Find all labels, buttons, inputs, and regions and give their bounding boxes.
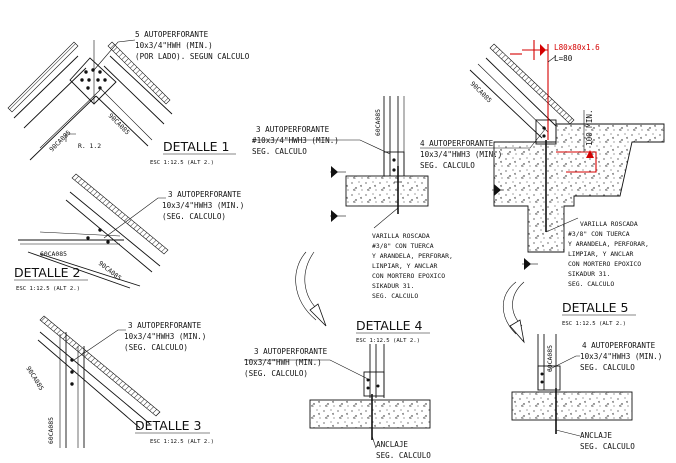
right-note-line3: SEG. CALCULO [420,161,475,170]
detail-2-note-line2: 10x3/4"HWH3 (MIN.) [162,201,244,210]
detail-4-note-line3: (SEG. CALCULO) [244,369,308,378]
dimension-label: 100 MIN. [585,109,594,146]
screw-pattern [80,68,107,90]
detail-2-title: DETALLE 2 [14,265,81,280]
right-rod-line5: CON MORTERO EPOXICO [568,260,641,268]
middle-rod-line1: VARILLA ROSCADA [372,232,430,240]
detail-2-note-line3: (SEG. CALCULO) [162,212,226,221]
right-profile-label: 90CA085 [469,80,494,105]
middle-note-line1: 3 AUTOPERFORANTE [256,125,330,134]
detail-3-profile-bottom: 60CA085 [47,417,55,444]
detail-4-anchor-line2: SEG. CALCULO [376,451,431,460]
detail-2-note-line1: 3 AUTOPERFORANTE [168,190,242,199]
right-rod-line3: Y ARANDELA, PERFORAR, [568,240,649,248]
detail-1-scale: ESC 1:12.5 (ALT 2.) [150,160,214,166]
detail-1-note-line1: 5 AUTOPERFORANTE [135,30,209,39]
detail-3-note-line3: (SEG. CALCULO) [124,343,188,352]
middle-rod-line2: #3/8" CON TUERCA [372,242,434,250]
middle-rod-line5: CON MORTERO EPOXICO [372,272,445,280]
detail-1-note-line2: 10x3/4"HWH (MIN.) [135,41,213,50]
detail-3-title: DETALLE 3 [135,418,202,433]
middle-profile-label: 60CA085 [374,109,382,136]
detail-3-note-line2: 10x3/4"HWH3 (MIN.) [124,332,206,341]
detail-4-note-line1: 3 AUTOPERFORANTE [254,347,328,356]
middle-base-detail: 60CA085 3 AUTOPERFORANTE #10x3/4"HWH3 (M… [252,96,453,327]
detail-5-anchor-line1: ANCLAJE [580,431,612,440]
detail-5-anchor-line2: SEG. CALCULO [580,442,635,451]
middle-rod-line6: SIKADUR 31. [372,282,414,290]
detail-1-note-line3: (POR LADO). SEGUN CALCULO [135,52,250,61]
middle-rod-line7: SEG. CALCULO [372,292,418,300]
middle-rod-line4: LINPIAR, Y ANCLAR [372,262,438,270]
right-rod-line1: VARILLA ROSCADA [580,220,638,228]
detail-3: 3 AUTOPERFORANTE 10x3/4"HWH3 (MIN.) (SEG… [24,315,214,448]
detail-4: DETALLE 4 ESC 1:12.5 (ALT 2.) 3 AUTOPERF… [244,318,431,460]
angle-label: L80x80x1.6 [554,43,600,52]
detail-1-title: DETALLE 1 [163,139,230,154]
detail-5-profile: 60CA085 [546,345,554,372]
right-rod-line6: SIKADUR 31. [568,270,610,278]
middle-rod-line3: Y ARANDELA, PERFORAR, [372,252,453,260]
detail-2-profile-right: 90CA085 [97,259,123,282]
detail-4-scale: ESC 1:12.5 (ALT 2.) [356,338,420,344]
middle-note-line2: #10x3/4"HWH3 (MIN.) [252,136,339,145]
detail-1-profile-left: 90CA085 [48,129,73,154]
middle-note-line3: SEG. CALCULO [252,147,307,156]
detail-4-title: DETALLE 4 [356,318,423,333]
right-note-line2: 10x3/4"HWH3 (MIN.) [420,150,502,159]
detail-5-note-line3: SEG. CALCULO [580,363,635,372]
detail-1-slope: R. 1.2 [78,142,101,150]
detail-2: 3 AUTOPERFORANTE 10x3/4"HWH3 (MIN.) (SEG… [14,173,244,292]
right-note-line1: 4 AUTOPERFORANTE [420,139,494,148]
detail-4-anchor-line1: ANCLAJE [376,440,408,449]
right-wall-detail: 90CA085 L80x80x1.6 L=80 100 MIN. 4 AUTOP… [420,40,665,344]
angle-length: L=80 [554,54,573,63]
detail-1: 5 AUTOPERFORANTE 10x3/4"HWH (MIN.) (POR … [7,30,250,166]
right-rod-line2: #3/8" CON TUERCA [568,230,630,238]
detail-3-note-line1: 3 AUTOPERFORANTE [128,321,202,330]
detail-2-scale: ESC 1:12.5 (ALT 2.) [16,286,80,292]
detail-2-profile-left: 60CA085 [40,250,67,258]
detail-5: DETALLE 5 ESC 1:12.5 (ALT 2.) 60CA085 4 … [511,300,662,451]
detail-3-scale: ESC 1:12.5 (ALT 2.) [150,439,214,445]
detail-5-note-line2: 10x3/4"HWH3 (MIN.) [580,352,662,361]
detail-4-note-line2: 10x3/4"HWH (MIN.) [244,358,322,367]
detail-5-scale: ESC 1:12.5 (ALT 2.) [562,321,626,327]
detail-5-note-line1: 4 AUTOPERFORANTE [582,341,656,350]
right-rod-line7: SEG. CALCULO [568,280,614,288]
detail-5-title: DETALLE 5 [562,300,629,315]
detail-3-profile-top: 90CA085 [24,365,45,392]
right-rod-line4: LIMPIAR, Y ANCLAR [568,250,634,258]
